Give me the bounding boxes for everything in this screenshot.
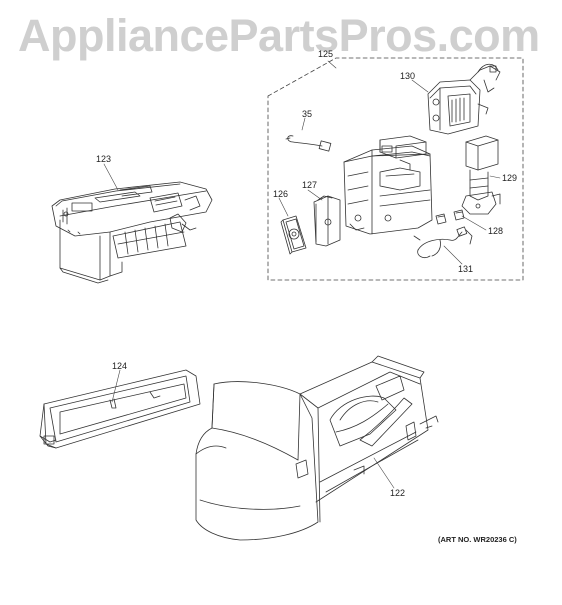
motor-130[interactable]: [428, 64, 500, 134]
leader-127: [308, 190, 322, 200]
watermark-logo-text: AppliancePartsPros.com: [18, 10, 540, 61]
ice-bucket-122[interactable]: [196, 356, 438, 540]
leader-130: [412, 80, 428, 92]
leader-lines: [104, 61, 500, 488]
leader-124: [112, 370, 120, 402]
control-box[interactable]: [344, 136, 432, 234]
callout-123: 123: [96, 154, 112, 164]
callout-124: 124: [112, 361, 128, 371]
leader-35: [302, 118, 305, 130]
leader-123: [104, 164, 118, 190]
cover-126[interactable]: [281, 216, 306, 254]
callout-122: 122: [390, 488, 406, 498]
leader-125: [328, 61, 336, 68]
callout-127: 127: [302, 180, 318, 190]
callout-35: 35: [302, 109, 313, 119]
leader-131: [444, 246, 462, 264]
callout-129: 129: [502, 173, 518, 183]
callout-126: 126: [273, 189, 289, 199]
fill-trough-124[interactable]: [40, 370, 200, 448]
callout-125: 125: [318, 49, 334, 59]
harness-35[interactable]: [286, 136, 331, 151]
leader-122: [374, 458, 394, 488]
callout-130: 130: [400, 71, 416, 81]
callout-131: 131: [458, 264, 474, 274]
callout-128: 128: [488, 226, 504, 236]
leader-126: [279, 198, 288, 216]
water-valve-129[interactable]: [462, 136, 500, 214]
screws-128[interactable]: [436, 210, 464, 224]
ice-maker-assembly-123[interactable]: [52, 182, 212, 283]
leader-129: [490, 176, 500, 178]
art-number: (ART NO. WR20236 C): [438, 535, 517, 544]
leader-128: [462, 216, 486, 230]
wire-harness-131[interactable]: [414, 227, 472, 258]
mounting-plate-127[interactable]: [314, 196, 340, 246]
kit-125-boundary: [268, 58, 523, 280]
